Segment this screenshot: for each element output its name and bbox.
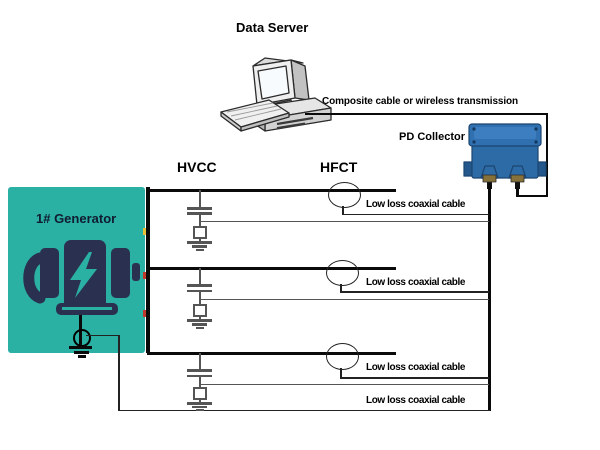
neutral-coax-start bbox=[86, 334, 119, 337]
neutral-coax-down bbox=[118, 335, 120, 410]
generator-motor-icon bbox=[20, 236, 145, 316]
coax-label-4: Low loss coaxial cable bbox=[366, 394, 466, 406]
collector-right-cable-stub bbox=[515, 183, 519, 197]
phase-bus-2 bbox=[147, 266, 396, 270]
hvcc-ground-2c bbox=[196, 326, 204, 329]
hvcc-stem-2 bbox=[199, 291, 201, 304]
generator-label: 1# Generator bbox=[36, 211, 117, 226]
neutral-ct-circle bbox=[72, 328, 91, 347]
hvcc-tap-line-2 bbox=[200, 298, 489, 301]
coax-label-1: Low loss coaxial cable bbox=[366, 199, 466, 210]
hvcc-tap-line-3 bbox=[200, 383, 489, 386]
collector-right-cable-elbow bbox=[516, 195, 547, 197]
hfct-coax-line-1 bbox=[342, 213, 489, 216]
hvcc-drop-2 bbox=[199, 268, 201, 284]
hvcc-ground-1c bbox=[196, 248, 204, 251]
hvcc-ground-1a bbox=[187, 241, 212, 244]
connection-mark-red-1 bbox=[143, 272, 146, 279]
hvcc-stem-1 bbox=[199, 214, 201, 226]
phase-bus-1 bbox=[147, 188, 396, 192]
hfct-ring-sensor-3 bbox=[326, 343, 359, 370]
collector-trunk-cable bbox=[487, 183, 491, 411]
hfct-ring-sensor-1 bbox=[328, 182, 361, 208]
pd-collector-label: PD Collector bbox=[399, 131, 466, 143]
hvcc-plate-3a bbox=[187, 369, 212, 372]
generator-base-slot bbox=[62, 307, 112, 310]
connection-mark-yellow bbox=[143, 228, 146, 235]
hvcc-gstem-1 bbox=[199, 237, 201, 241]
hvcc-ground-3c bbox=[196, 409, 204, 411]
hfct-drop-2 bbox=[340, 284, 342, 292]
hvcc-plate-1b bbox=[187, 212, 212, 215]
hvcc-plate-2b bbox=[187, 289, 212, 292]
composite-cable-down-line bbox=[545, 113, 548, 197]
hvcc-ground-2a bbox=[187, 319, 212, 322]
earth-ground-bar3 bbox=[77, 355, 86, 358]
hvcc-tap-line-1 bbox=[200, 220, 489, 223]
hvcc-ground-3a bbox=[187, 402, 212, 405]
hvcc-ground-1b bbox=[192, 245, 207, 248]
connection-mark-red-2 bbox=[143, 310, 146, 317]
hvcc-drop-3 bbox=[199, 353, 201, 369]
earth-ground-symbol bbox=[69, 346, 92, 349]
hfct-drop-1 bbox=[342, 206, 344, 215]
hvcc-plate-3b bbox=[187, 374, 212, 377]
hvcc-stem-3 bbox=[199, 376, 201, 387]
junction-box-icon bbox=[460, 120, 555, 190]
hfct-coax-line-3 bbox=[340, 377, 489, 379]
hvcc-plate-2a bbox=[187, 284, 212, 287]
hfct-drop-3 bbox=[340, 368, 342, 378]
hvcc-drop-1 bbox=[199, 190, 201, 207]
earth-ground-bar2 bbox=[73, 350, 89, 354]
desktop-computer-icon bbox=[219, 50, 334, 138]
coax-label-2: Low loss coaxial cable bbox=[366, 277, 466, 288]
composite-cable-line bbox=[305, 113, 548, 115]
hvcc-ground-3b bbox=[192, 405, 207, 408]
hvcc-plate-1a bbox=[187, 207, 212, 210]
hfct-ring-sensor-2 bbox=[326, 260, 359, 286]
generator-terminal-riser bbox=[146, 187, 150, 353]
phase-bus-3 bbox=[147, 351, 396, 355]
coax-label-3: Low loss coaxial cable bbox=[366, 362, 466, 373]
hfct-label: HFCT bbox=[320, 159, 358, 175]
hvcc-ground-2b bbox=[192, 323, 207, 326]
hvcc-gstem-2 bbox=[199, 315, 201, 319]
transmission-label: Composite cable or wireless transmission bbox=[322, 96, 519, 107]
hfct-coax-line-2 bbox=[340, 291, 489, 293]
hvcc-label: HVCC bbox=[177, 159, 217, 175]
data-server-label: Data Server bbox=[236, 20, 309, 35]
hvcc-gstem-3 bbox=[199, 398, 201, 402]
neutral-coax-bottom bbox=[118, 409, 490, 412]
